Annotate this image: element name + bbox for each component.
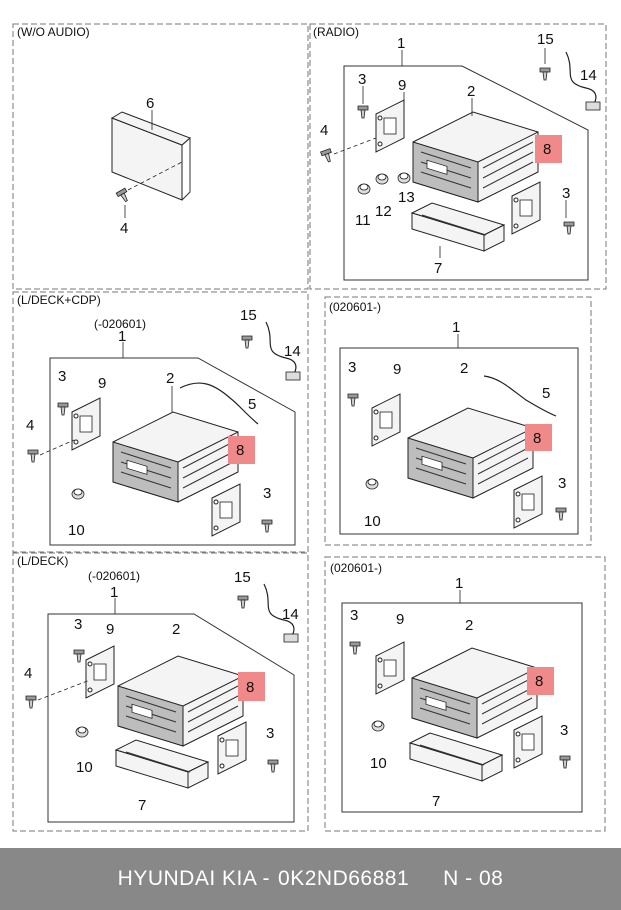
panel-ldeck-new-date: (020601-) (330, 561, 382, 575)
radio-callout-1: 1 (397, 35, 405, 52)
ldeck-old-callout-3a: 3 (74, 616, 82, 633)
ldeck-cdp-old-callout-15: 15 (240, 307, 257, 324)
ldeck-cdp-new-callout-8-highlight (525, 424, 552, 451)
ldeck-cdp-new-callout-2: 2 (460, 360, 468, 377)
footer-page: N - 08 (443, 867, 504, 890)
radio-callout-14: 14 (580, 67, 597, 84)
radio-callout-11: 11 (355, 212, 371, 229)
ldeck-new-callout-7: 7 (432, 793, 440, 810)
ldeck-cdp-new-callout-10: 10 (364, 513, 381, 530)
panel-wo-audio-label: (W/O AUDIO) (17, 25, 90, 39)
ldeck-new-callout-9: 9 (396, 611, 404, 628)
footer-bar: HYUNDAI KIA - 0K2ND66881 N - 08 (0, 848, 621, 910)
panel-ldeck-cdp-new-date: (020601-) (329, 300, 381, 314)
panel-ldeck-cdp-old: (L/DECK+CDP) (-020601) 1 2 9 3 4 5 8 3 1… (12, 291, 309, 553)
radio-callout-12: 12 (375, 203, 392, 220)
radio-callout-7: 7 (434, 260, 442, 277)
radio-callout-4: 4 (320, 122, 328, 139)
ldeck-cdp-old-callout-8: 8 (236, 442, 244, 459)
callout-6: 6 (146, 95, 154, 112)
panel-radio-label: (RADIO) (313, 25, 359, 39)
ldeck-new-callout-2: 2 (465, 617, 473, 634)
ldeck-cdp-old-callout-3a: 3 (58, 368, 66, 385)
ldeck-old-callout-10: 10 (76, 759, 93, 776)
radio-callout-15: 15 (537, 31, 554, 48)
footer-part-number: 0K2ND66881 (278, 867, 410, 890)
ldeck-cdp-old-callout-5: 5 (248, 396, 256, 413)
ldeck-new-callout-10: 10 (370, 755, 387, 772)
ldeck-cdp-old-callout-3b: 3 (263, 485, 271, 502)
ldeck-old-callout-8: 8 (246, 679, 254, 696)
radio-callout-8-highlight (535, 135, 562, 163)
radio-callout-3b: 3 (562, 185, 570, 202)
ldeck-cdp-old-callout-10: 10 (68, 522, 85, 539)
radio-callout-8: 8 (543, 141, 551, 158)
ldeck-cdp-old-callout-2: 2 (166, 370, 174, 387)
panel-ldeck-old: (L/DECK) (-020601) 1 2 9 3 4 8 3 10 7 15… (12, 552, 309, 832)
panel-ldeck-cdp-new: (020601-) 1 2 9 3 5 8 3 10 (324, 296, 592, 546)
ldeck-old-callout-2: 2 (172, 621, 180, 638)
radio-callout-9: 9 (398, 77, 406, 94)
panel-ldeck-cdp-label: (L/DECK+CDP) (17, 293, 101, 307)
ldeck-cdp-new-callout-9: 9 (393, 361, 401, 378)
panel-ldeck-label: (L/DECK) (17, 554, 68, 568)
ldeck-new-callout-8-highlight (527, 667, 554, 695)
ldeck-cdp-old-callout-1: 1 (118, 328, 126, 345)
ldeck-cdp-new-callout-3a: 3 (348, 359, 356, 376)
ldeck-cdp-new-callout-3b: 3 (558, 475, 566, 492)
ldeck-old-callout-8-highlight (238, 672, 265, 701)
ldeck-new-callout-8: 8 (535, 673, 543, 690)
ldeck-old-callout-4: 4 (24, 665, 32, 682)
bezel-plate (110, 111, 191, 201)
ldeck-old-callout-9: 9 (106, 621, 114, 638)
ldeck-old-callout-14: 14 (282, 606, 299, 623)
panel-radio: (RADIO) 1 2 9 3 4 8 3 15 14 11 12 13 7 (309, 23, 607, 290)
ldeck-old-callout-1: 1 (110, 584, 118, 601)
ldeck-old-callout-3b: 3 (266, 725, 274, 742)
callout-4: 4 (120, 220, 128, 237)
panel-ldeck-cdp-old-date: (-020601) (94, 317, 146, 331)
radio-callout-2: 2 (467, 83, 475, 100)
radio-callout-3a: 3 (358, 71, 366, 88)
ldeck-cdp-new-callout-5: 5 (542, 385, 550, 402)
ldeck-cdp-old-callout-4: 4 (26, 417, 34, 434)
ldeck-cdp-old-callout-8-highlight (228, 436, 255, 464)
ldeck-old-callout-7: 7 (138, 797, 146, 814)
panel-wo-audio: (W/O AUDIO) 6 4 (12, 23, 309, 290)
ldeck-new-callout-1: 1 (455, 575, 463, 592)
ldeck-cdp-new-callout-1: 1 (452, 319, 460, 336)
ldeck-old-callout-15: 15 (234, 569, 251, 586)
radio-callout-13: 13 (398, 189, 415, 206)
footer-brand: HYUNDAI KIA - (117, 867, 271, 890)
ldeck-new-callout-3b: 3 (560, 722, 568, 739)
ldeck-cdp-old-callout-14: 14 (284, 343, 301, 360)
panel-ldeck-old-date: (-020601) (88, 569, 140, 583)
parts-diagram: (W/O AUDIO) 6 4 (RADIO) 1 2 9 3 4 8 (12, 23, 607, 832)
panel-ldeck-new: (020601-) 1 2 9 3 8 3 10 7 (324, 556, 606, 832)
ldeck-new-callout-3a: 3 (350, 607, 358, 624)
ldeck-cdp-new-callout-8: 8 (533, 430, 541, 447)
ldeck-cdp-old-callout-9: 9 (98, 375, 106, 392)
